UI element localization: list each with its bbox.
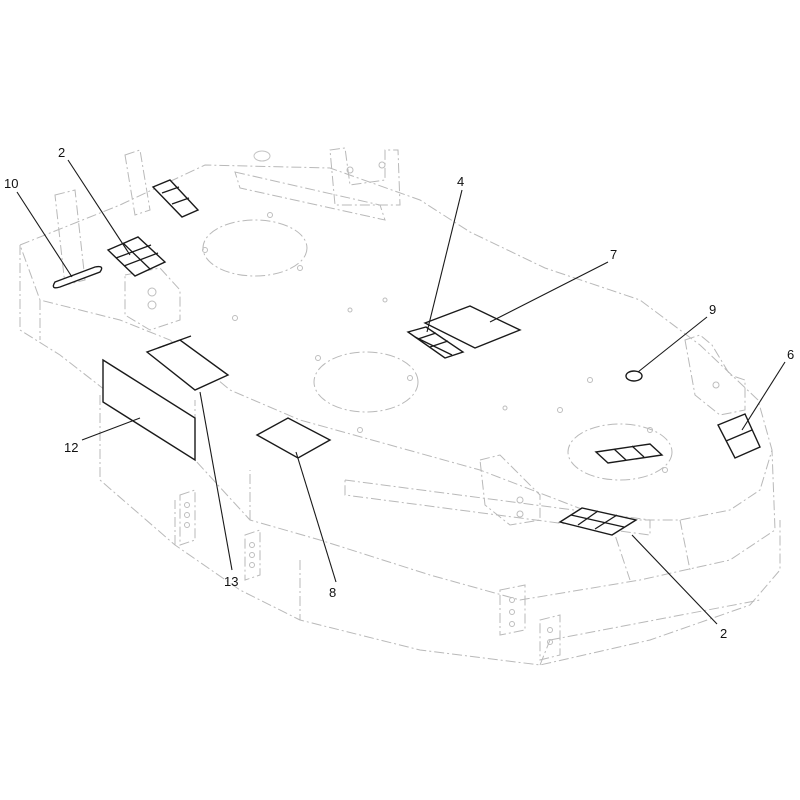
decal-7 <box>423 305 522 349</box>
callout-2-lower: 2 <box>720 626 727 641</box>
leader-13 <box>199 391 233 571</box>
decal-grid-2-lower <box>558 507 638 536</box>
decal-12 <box>102 358 196 462</box>
decal-grid-2-upper <box>106 236 167 277</box>
leader-6 <box>741 361 786 431</box>
decal-blade-opening <box>594 443 664 464</box>
leader-2-upper <box>67 159 131 256</box>
callout-6: 6 <box>787 347 794 362</box>
decal-13 <box>145 335 230 391</box>
leader-4 <box>426 189 463 333</box>
callout-9: 9 <box>709 302 716 317</box>
callout-8: 8 <box>329 585 336 600</box>
callout-10: 10 <box>4 176 18 191</box>
leader-10 <box>16 191 73 278</box>
decal-4 <box>406 326 465 359</box>
decal-rear-small <box>151 179 200 218</box>
decal-9 <box>625 370 643 382</box>
decal-10 <box>52 265 103 289</box>
leader-2-lower <box>631 534 718 625</box>
callout-13: 13 <box>224 574 238 589</box>
mower-deck-outline <box>19 147 781 666</box>
callout-labels: 2 10 4 7 9 6 12 13 8 2 <box>4 145 794 641</box>
leader-8 <box>295 451 337 583</box>
decal-8 <box>255 417 332 459</box>
callout-2-upper: 2 <box>58 145 65 160</box>
decal-6 <box>717 413 761 459</box>
callout-12: 12 <box>64 440 78 455</box>
leader-lines <box>16 159 786 625</box>
leader-9 <box>637 316 708 373</box>
leader-7 <box>489 261 609 323</box>
callout-4: 4 <box>457 174 464 189</box>
leader-12 <box>81 417 141 441</box>
callout-7: 7 <box>610 247 617 262</box>
